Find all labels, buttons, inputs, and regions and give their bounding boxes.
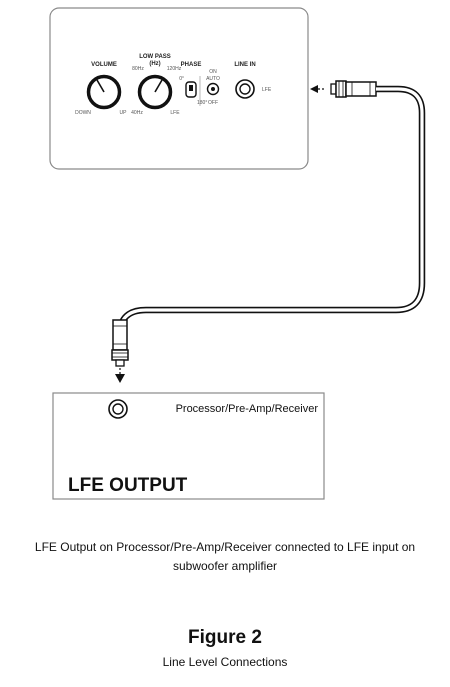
power-on-label: ON: [209, 69, 217, 75]
volume-label: VOLUME: [91, 62, 117, 68]
lowpass-tick-right: 120Hz: [167, 66, 182, 72]
lfe-output-jack: [108, 399, 128, 419]
volume-min-label: DOWN: [75, 110, 91, 116]
phase-180-label: 180°: [197, 100, 207, 106]
lowpass-label-line1: LOW PASS: [139, 54, 171, 60]
power-mode-switch: ON AUTO OFF: [199, 69, 220, 106]
phase-switch: PHASE 0° 180°: [179, 62, 207, 106]
receiver-box: Processor/Pre-Amp/Receiver LFE OUTPUT: [52, 392, 325, 500]
arrow-to-line-in: [310, 85, 326, 93]
figure-subtitle: Line Level Connections: [162, 655, 288, 669]
caption-line-1: LFE Output on Processor/Pre-Amp/Receiver…: [34, 540, 416, 554]
power-off-label: OFF: [208, 100, 218, 106]
line-in-label: LINE IN: [234, 62, 255, 68]
rca-plug-bottom: [111, 319, 129, 367]
volume-knob: VOLUME DOWN UP: [75, 62, 127, 116]
lowpass-min-label: 40Hz: [131, 110, 143, 116]
amplifier-panel: VOLUME DOWN UP LOW PASS (Hz) 80Hz 120Hz …: [49, 7, 309, 170]
lowpass-label-line2: (Hz): [149, 61, 160, 67]
lowpass-max-label: LFE: [170, 110, 180, 116]
receiver-title: Processor/Pre-Amp/Receiver: [176, 403, 319, 415]
power-auto-label: AUTO: [206, 76, 220, 82]
line-in-jack-label: LFE: [262, 87, 272, 93]
lowpass-tick-left: 80Hz: [132, 66, 144, 72]
rca-plug-top: [330, 80, 377, 98]
lfe-output-label: LFE OUTPUT: [68, 475, 188, 496]
figure-title: Figure 2: [188, 627, 262, 648]
line-in-jack: LINE IN LFE: [234, 62, 272, 99]
rca-cable: [116, 85, 426, 338]
phase-label: PHASE: [181, 62, 202, 68]
volume-max-label: UP: [120, 110, 128, 116]
low-pass-knob: LOW PASS (Hz) 80Hz 120Hz 40Hz LFE: [131, 54, 182, 116]
caption-line-2: subwoofer amplifier: [172, 559, 278, 573]
arrow-to-receiver: [115, 368, 125, 383]
phase-zero-label: 0°: [179, 76, 184, 82]
